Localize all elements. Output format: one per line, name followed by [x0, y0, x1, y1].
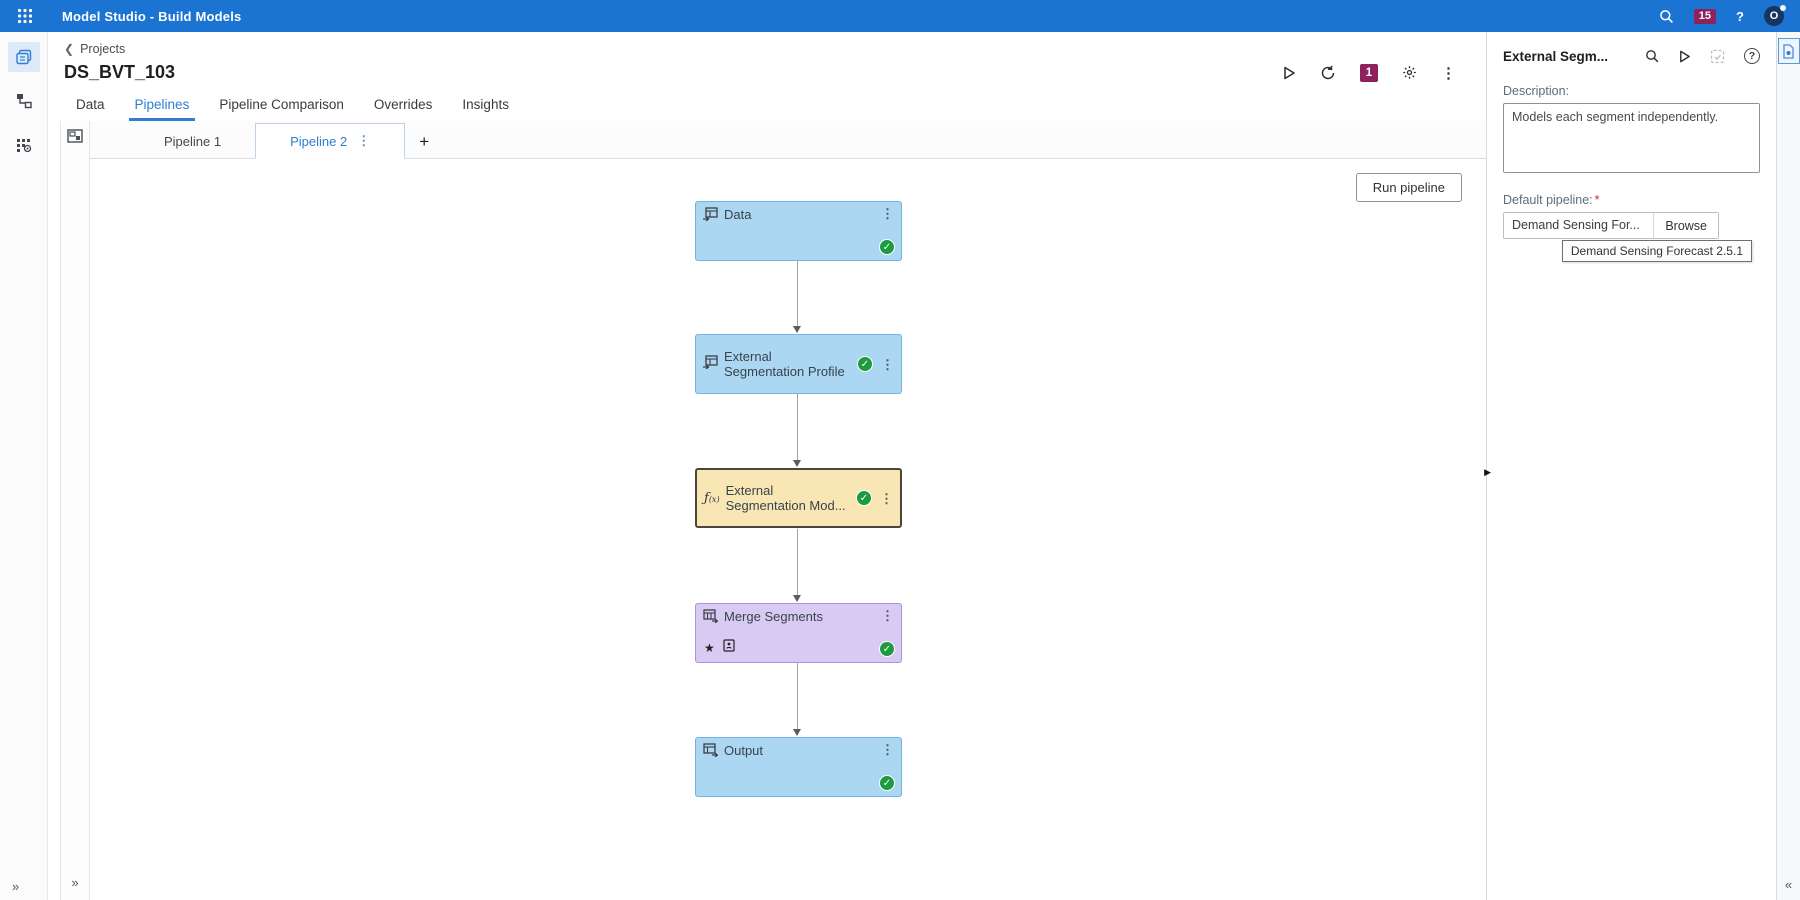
properties-title: External Segm... [1503, 48, 1609, 64]
more-actions-kebab-icon[interactable]: ⋮ [1441, 64, 1456, 82]
status-complete-icon: ✓ [879, 775, 895, 791]
connector-arrow [793, 261, 801, 333]
connector-arrow [793, 394, 801, 467]
sidebar-item-data-settings[interactable] [8, 130, 40, 160]
tab-pipelines[interactable]: Pipelines [128, 97, 196, 121]
main-tab-bar: Data Pipelines Pipeline Comparison Overr… [48, 83, 1486, 121]
right-panel-strip: « [1776, 32, 1800, 900]
properties-panel-toggle-icon[interactable] [1777, 38, 1800, 64]
default-pipeline-tooltip: Demand Sensing Forecast 2.5.1 [1561, 240, 1752, 262]
status-complete-icon: ✓ [879, 641, 895, 657]
merge-table-icon [703, 609, 719, 628]
required-asterisk: * [1594, 193, 1600, 207]
app-title: Model Studio - Build Models [62, 8, 242, 24]
panel-collapse-handle[interactable]: ▶ [1484, 467, 1491, 477]
pipeline-canvas[interactable]: Run pipeline ▶ Data ⋮ ✓ [90, 159, 1491, 900]
status-complete-icon: ✓ [857, 356, 873, 372]
breadcrumb-label: Projects [80, 42, 126, 56]
tab-overrides[interactable]: Overrides [373, 97, 433, 112]
left-panel-expand-chevrons[interactable]: » [71, 875, 79, 890]
sidebar-item-projects[interactable] [7, 42, 40, 72]
node-output[interactable]: Output ⋮ ✓ [695, 737, 902, 797]
node-data[interactable]: Data ⋮ ✓ [695, 201, 902, 261]
application-bar: Model Studio - Build Models 15 ? O [0, 0, 1800, 32]
gear-icon[interactable] [1402, 65, 1417, 80]
sidebar-expand-chevrons[interactable]: » [12, 879, 20, 894]
node-kebab-icon[interactable]: ⋮ [881, 742, 894, 757]
page-header: ❮ Projects DS_BVT_103 1 ⋮ [48, 32, 1486, 83]
canvas-left-strip: » [60, 121, 90, 900]
node-external-segmentation-profile[interactable]: External Segmentation Profile ✓ ⋮ [695, 334, 902, 394]
overview-minimap-icon[interactable] [67, 129, 83, 148]
function-fx-icon: ƒ(x) [704, 490, 720, 506]
sidebar-item-pipelines[interactable] [8, 86, 40, 116]
node-label: External Segmentation Profile [724, 348, 845, 379]
node-kebab-icon[interactable]: ⋮ [881, 206, 894, 221]
node-kebab-icon[interactable]: ⋮ [881, 608, 894, 623]
search-icon[interactable] [1659, 9, 1674, 24]
default-pipeline-field: Demand Sensing For... Browse [1503, 212, 1719, 239]
browse-button[interactable]: Browse [1653, 213, 1718, 238]
registered-model-icon [723, 639, 735, 657]
data-table-icon [703, 207, 718, 226]
pipeline-tab-1[interactable]: Pipeline 1 [164, 134, 222, 149]
tab-pipeline-comparison[interactable]: Pipeline Comparison [219, 97, 344, 112]
node-search-icon[interactable] [1645, 49, 1659, 63]
node-label: Merge Segments [724, 609, 823, 624]
data-table-icon [703, 354, 718, 374]
node-kebab-icon[interactable]: ⋮ [881, 356, 894, 372]
notifications-badge[interactable]: 15 [1693, 8, 1717, 24]
status-complete-icon: ✓ [879, 239, 895, 255]
node-external-segmentation-model[interactable]: ƒ(x) External Segmentation Mod... ✓ ⋮ [695, 468, 902, 528]
snapshot-icon [1710, 49, 1725, 64]
connector-arrow [793, 529, 801, 602]
pipeline-tab-kebab-icon[interactable]: ⋮ [357, 133, 371, 148]
avatar-status-dot [1780, 5, 1786, 11]
user-avatar[interactable]: O [1764, 5, 1786, 26]
app-switcher-icon[interactable] [10, 5, 40, 27]
output-table-icon [703, 743, 719, 762]
pipeline-tab-2-label: Pipeline 2 [290, 133, 348, 149]
add-pipeline-button[interactable]: + [419, 132, 430, 151]
connector-arrow [793, 663, 801, 736]
pipeline-tab-2[interactable]: Pipeline 2 ⋮ [255, 123, 406, 159]
run-pipeline-button[interactable]: Run pipeline [1355, 173, 1462, 202]
tab-insights[interactable]: Insights [462, 97, 509, 112]
champion-star-icon: ★ [704, 641, 715, 655]
help-icon[interactable]: ? [1736, 8, 1744, 24]
right-panel-collapse-chevrons[interactable]: « [1784, 877, 1793, 892]
default-pipeline-label: Default pipeline:* [1503, 193, 1600, 207]
project-actions: 1 ⋮ [1282, 63, 1466, 82]
description-label: Description: [1503, 84, 1569, 98]
running-count-badge[interactable]: 1 [1360, 63, 1378, 82]
properties-panel: External Segm... ? Description: Models e… [1486, 32, 1776, 900]
breadcrumb[interactable]: ❮ Projects [64, 42, 125, 56]
node-label: Data [724, 207, 752, 222]
left-sidebar: » [0, 32, 48, 900]
refresh-icon[interactable] [1320, 65, 1336, 81]
node-merge-segments[interactable]: Merge Segments ⋮ ★ ✓ [695, 603, 902, 663]
page-title: DS_BVT_103 [64, 62, 176, 82]
default-pipeline-value[interactable]: Demand Sensing For... [1504, 213, 1654, 238]
run-project-icon[interactable] [1282, 66, 1296, 80]
panel-help-icon[interactable]: ? [1744, 48, 1760, 64]
status-complete-icon: ✓ [856, 490, 872, 506]
node-flags: ★ [704, 639, 735, 657]
description-textarea[interactable]: Models each segment independently. [1503, 103, 1760, 173]
node-kebab-icon[interactable]: ⋮ [880, 490, 893, 506]
avatar-initial: O [1769, 10, 1779, 22]
node-label: Output [724, 743, 764, 758]
tab-data[interactable]: Data [76, 97, 105, 112]
run-node-icon[interactable] [1678, 50, 1691, 63]
node-label: External Segmentation Mod... [725, 482, 846, 513]
pipeline-tab-bar: Pipeline 1 Pipeline 2 ⋮ + [90, 121, 1486, 159]
back-chevron-icon: ❮ [64, 42, 75, 56]
